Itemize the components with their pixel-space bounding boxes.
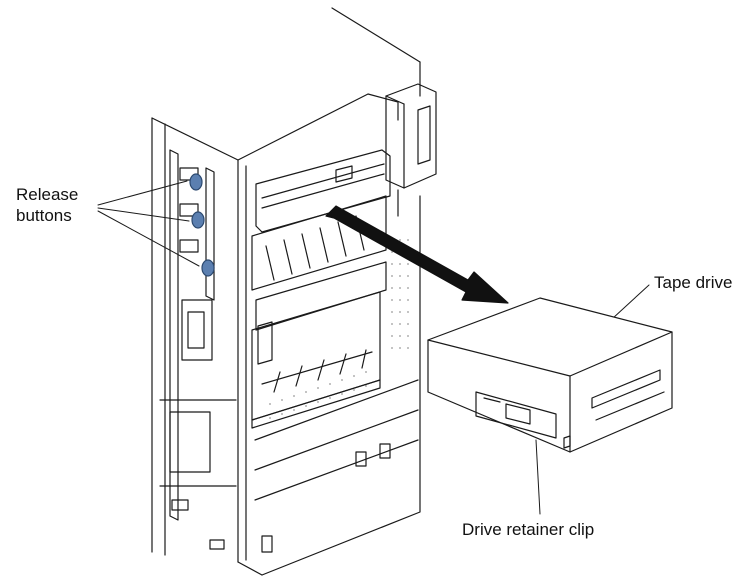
ventilation-grille — [269, 239, 409, 419]
release-buttons-label: Release buttons — [16, 184, 78, 226]
drive-retainer-clip-label: Drive retainer clip — [462, 520, 595, 539]
release-button-middle[interactable] — [191, 211, 205, 229]
release-buttons-label-line1: Release — [16, 185, 79, 204]
release-button-bottom[interactable] — [201, 259, 215, 277]
leader-release-middle — [97, 207, 190, 222]
leader-release-top — [97, 180, 188, 206]
tape-drive — [427, 297, 673, 453]
tape-drive-label: Tape drive — [654, 273, 733, 292]
leader-retainer-clip — [535, 439, 541, 515]
leader-release-bottom — [97, 210, 200, 267]
release-buttons-label-line2: buttons — [16, 206, 72, 225]
removal-arrow — [325, 205, 509, 304]
optical-drive — [255, 83, 437, 233]
release-buttons — [189, 173, 215, 277]
server-chassis — [151, 7, 421, 576]
drive-cage — [251, 291, 381, 429]
release-button-top[interactable] — [189, 173, 203, 191]
